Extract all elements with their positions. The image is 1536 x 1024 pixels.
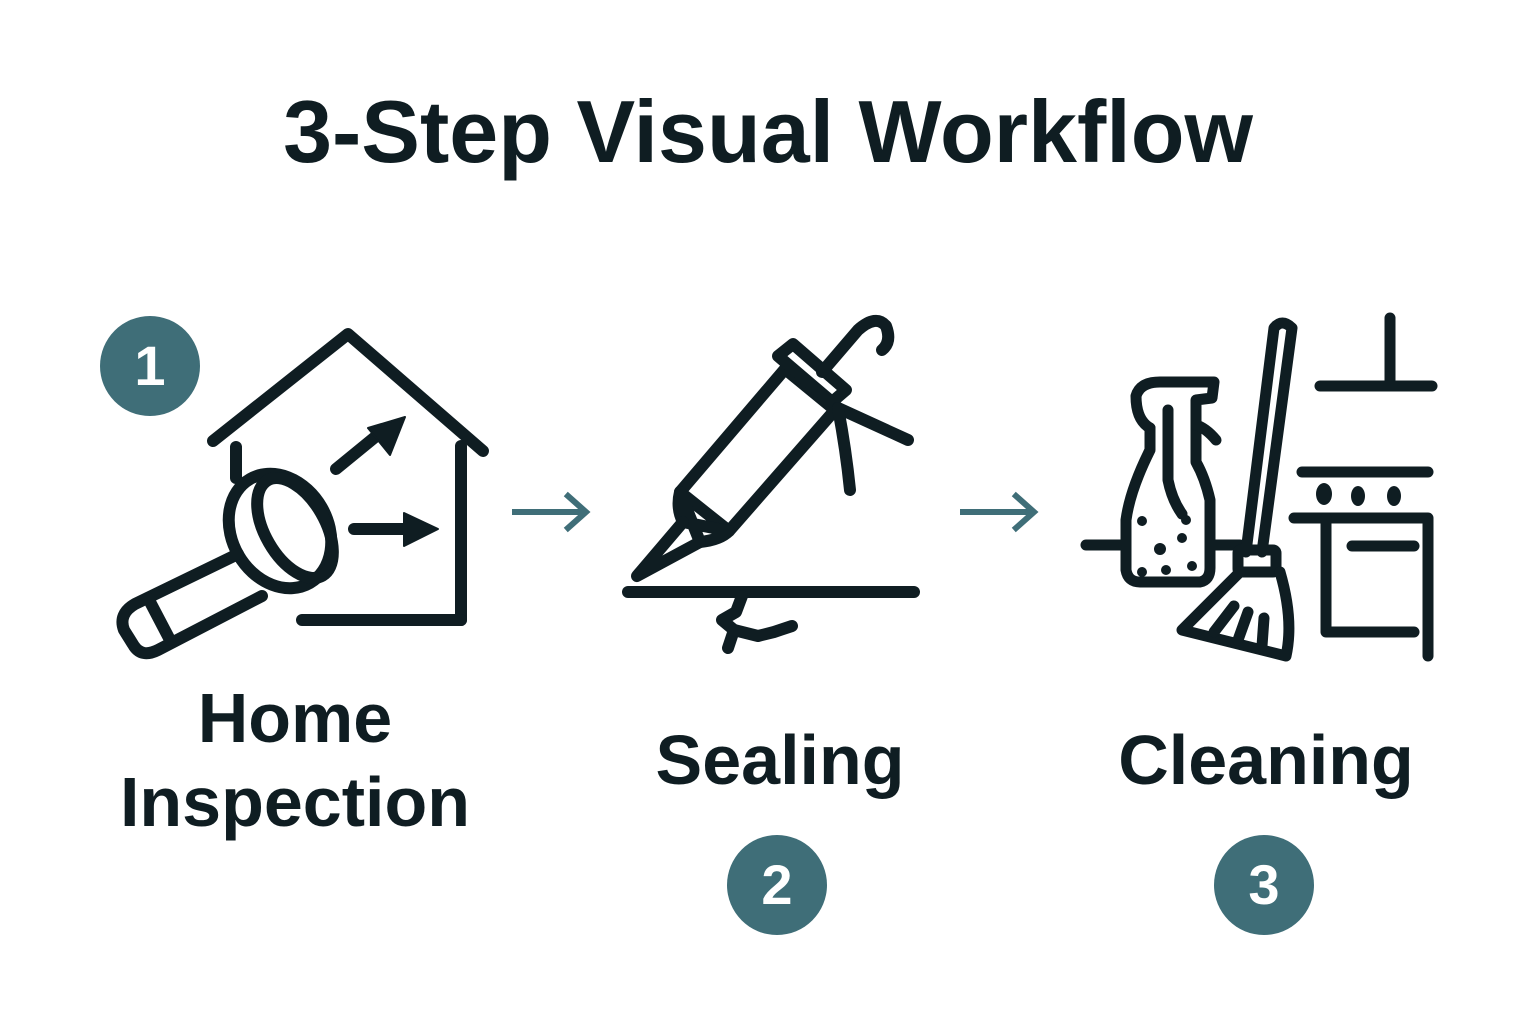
step-1-number: 1 [134,334,166,397]
step-3-label: Cleaning [1118,721,1414,799]
house-with-flashlight-icon [110,320,500,670]
arrow-right-icon [511,490,592,539]
step-2-badge: 2 [727,835,827,935]
step-3-badge: 3 [1214,835,1314,935]
caulking-gun-icon [620,310,930,660]
page-title: 3-Step Visual Workflow [283,82,1253,181]
step-1-label-line2: Inspection [119,763,471,841]
step-1-label: Home Inspection [90,676,500,844]
step-2-number: 2 [761,853,793,916]
step-1-label-line1: Home [197,679,393,757]
step-2-label: Sealing [655,721,905,799]
spray-bottle-broom-stove-icon [1080,310,1450,680]
arrow-right-icon [959,490,1040,539]
step-1-badge: 1 [100,316,200,416]
step-3-number: 3 [1248,853,1280,916]
